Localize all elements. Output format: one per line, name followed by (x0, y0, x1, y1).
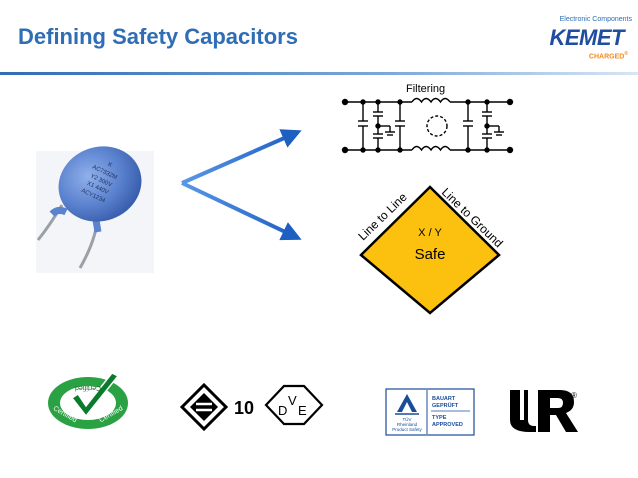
tuv-mark: TÜV Rheinland Product Safety BAUART GEPR… (385, 388, 475, 436)
logo-name: KEMET (549, 25, 625, 50)
certified-text-top: Certified (75, 384, 101, 391)
tuv-line-1: BAUART (432, 396, 456, 402)
ur-registered-mark: ® (571, 391, 577, 400)
tuv-caption-2: Rheinland (397, 422, 418, 427)
arrows (181, 129, 302, 241)
tuv-line-2: GEPRÜFT (432, 402, 459, 409)
diamond-status: Safe (415, 246, 446, 263)
ur-recognized-mark: ® (510, 390, 578, 432)
capacitor-marking-1: K (107, 162, 113, 169)
filter-schematic (341, 97, 514, 154)
tuv-line-4: APPROVED (432, 422, 463, 428)
slide-title: Defining Safety Capacitors (18, 24, 298, 49)
enec-number: 10 (234, 398, 254, 418)
arrow-to-filtering (181, 129, 302, 185)
title-divider (0, 72, 638, 75)
vde-letter-d: D (278, 403, 287, 418)
logo-subtitle: Electronic Components (559, 16, 632, 23)
arrow-to-safe (181, 181, 302, 241)
tuv-line-3: TYPE (432, 415, 447, 421)
capacitor-image: K AC7332M Y2 300V X1 440V ACY1234 (36, 146, 154, 273)
tuv-caption-1: TÜV (403, 416, 412, 422)
enec-mark: 10 (179, 382, 254, 432)
vde-letter-e: E (298, 403, 307, 418)
tuv-caption-3: Product Safety (392, 427, 422, 432)
kemet-logo: Electronic Components KEMET CHARGED® (520, 16, 633, 62)
safe-diamond: Line to Line Line to Ground X / Y Safe (355, 185, 506, 315)
vde-letter-v: V (288, 393, 297, 408)
certified-seal: Certified Certified Certified (48, 372, 128, 429)
vde-mark: D V E (264, 384, 324, 426)
logo-tagline: CHARGED® (588, 51, 628, 61)
filter-label: Filtering (406, 83, 446, 95)
diamond-classes: X / Y (418, 227, 442, 239)
